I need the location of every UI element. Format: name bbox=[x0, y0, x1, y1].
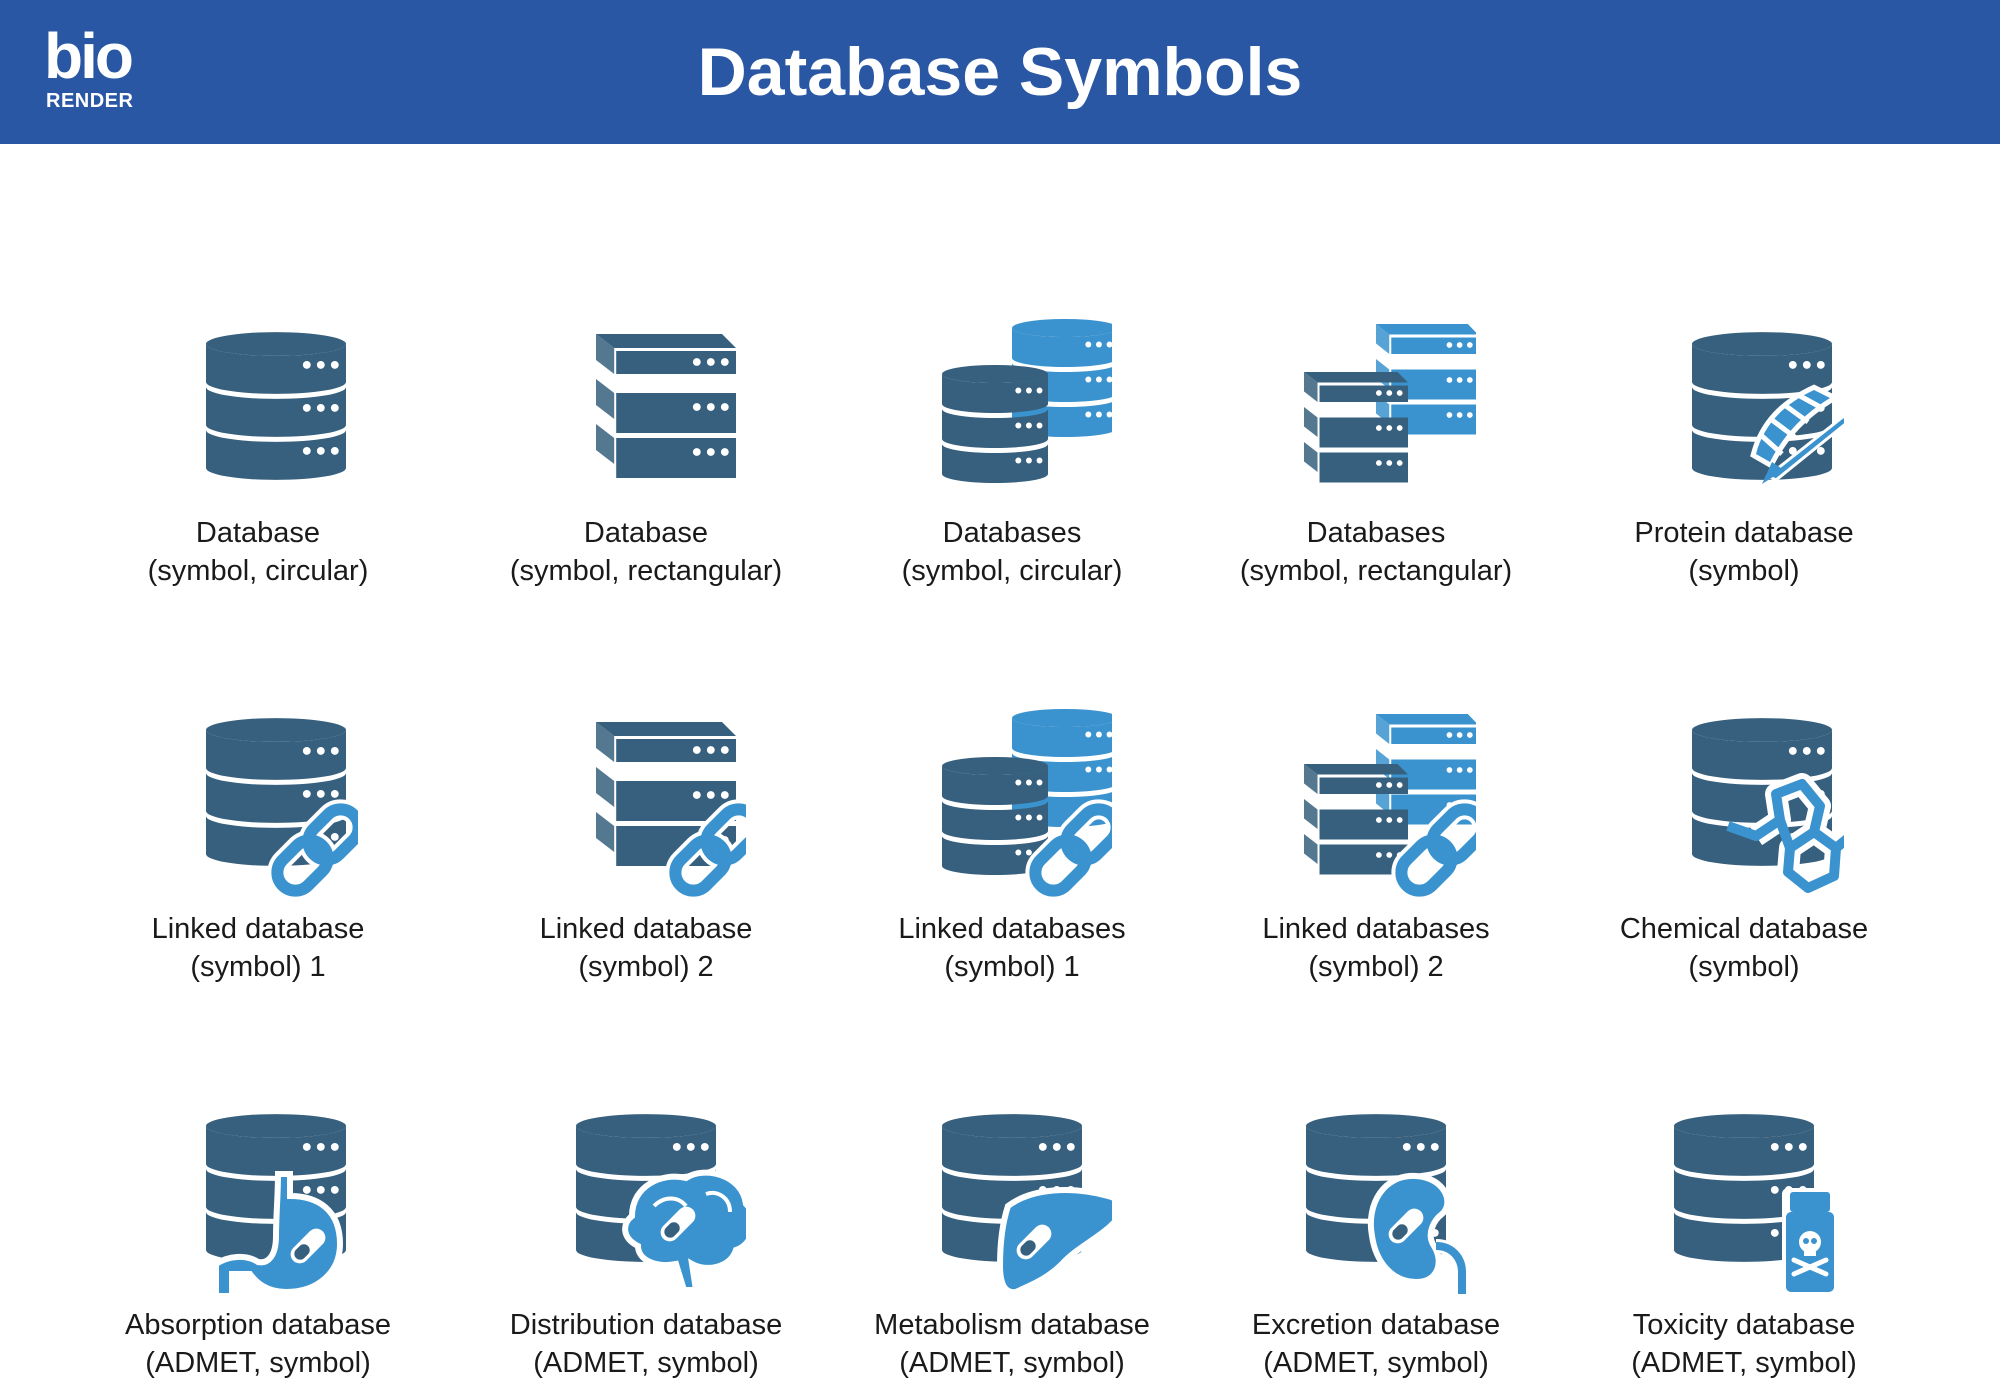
symbol-card: Database (symbol, rectangular) bbox=[466, 224, 826, 587]
symbol-card: Protein database (symbol) bbox=[1564, 224, 1924, 587]
symbol-label-line1: Databases bbox=[1306, 517, 1446, 549]
symbol-label-line1: Linked databases bbox=[1262, 913, 1490, 945]
symbol-card: Metabolism database (ADMET, symbol) bbox=[832, 1016, 1192, 1379]
symbol-label-line1: Linked database bbox=[539, 913, 753, 945]
chemical-database-icon bbox=[1692, 718, 1844, 899]
symbol-label-line1: Absorption database bbox=[124, 1309, 392, 1341]
symbol-label-line2: (ADMET, symbol) bbox=[1631, 1347, 1857, 1379]
symbol-label-line2: (symbol) 1 bbox=[190, 951, 326, 983]
symbol-label: Protein database (symbol) bbox=[1554, 514, 1934, 590]
symbol-label: Metabolism database (ADMET, symbol) bbox=[822, 1306, 1202, 1382]
symbol-card: Linked database (symbol) 2 bbox=[466, 620, 826, 983]
symbol-label-line2: (symbol) bbox=[1688, 555, 1800, 587]
symbol-label: Databases (symbol, rectangular) bbox=[1186, 514, 1566, 590]
logo-render-text: RENDER bbox=[46, 90, 134, 112]
symbol-card: Chemical database (symbol) bbox=[1564, 620, 1924, 983]
symbol-card: Databases (symbol, circular) bbox=[832, 224, 1192, 587]
protein-database-icon bbox=[1692, 332, 1844, 484]
page-title: Database Symbols bbox=[697, 34, 1303, 110]
symbol-label: Database (symbol, circular) bbox=[68, 514, 448, 590]
logo-bio-text: bio bbox=[44, 20, 134, 92]
symbol-label-line1: Protein database bbox=[1634, 517, 1854, 549]
symbol-label: Database (symbol, rectangular) bbox=[456, 514, 836, 590]
symbol-label: Toxicity database (ADMET, symbol) bbox=[1554, 1306, 1934, 1382]
biorender-logo[interactable]: bio RENDER bbox=[44, 24, 144, 116]
symbol-card: Absorption database (ADMET, symbol) bbox=[78, 1016, 438, 1379]
database-circular-icon bbox=[206, 332, 346, 480]
symbol-label-line2: (symbol) 1 bbox=[944, 951, 1080, 983]
symbol-label-line2: (symbol) 2 bbox=[578, 951, 714, 983]
absorption-database-icon bbox=[206, 1114, 346, 1296]
symbol-card: Distribution database (ADMET, symbol) bbox=[466, 1016, 826, 1379]
symbol-label-line1: Linked databases bbox=[898, 913, 1126, 945]
symbol-label-line1: Database bbox=[583, 517, 709, 549]
symbol-label-line2: (symbol) bbox=[1688, 951, 1800, 983]
symbol-label-line1: Databases bbox=[942, 517, 1082, 549]
header-banner: bio RENDER Database Symbols bbox=[0, 0, 2000, 144]
symbol-label-line2: (ADMET, symbol) bbox=[533, 1347, 759, 1379]
symbol-label-line2: (symbol, rectangular) bbox=[1239, 555, 1513, 587]
symbol-label: Chemical database (symbol) bbox=[1554, 910, 1934, 986]
symbol-label-line2: (symbol, rectangular) bbox=[509, 555, 783, 587]
distribution-database-icon bbox=[576, 1114, 746, 1293]
symbol-label: Excretion database (ADMET, symbol) bbox=[1186, 1306, 1566, 1382]
metabolism-database-icon bbox=[942, 1114, 1112, 1296]
symbol-label: Linked databases (symbol) 2 bbox=[1186, 910, 1566, 986]
symbol-label-line2: (symbol) 2 bbox=[1308, 951, 1444, 983]
excretion-database-icon bbox=[1306, 1114, 1469, 1294]
symbol-label: Distribution database (ADMET, symbol) bbox=[456, 1306, 836, 1382]
symbol-label: Linked database (symbol) 2 bbox=[456, 910, 836, 986]
symbol-card: Linked databases (symbol) 2 bbox=[1196, 620, 1556, 983]
symbol-card: Linked database (symbol) 1 bbox=[78, 620, 438, 983]
symbol-card: Toxicity database (ADMET, symbol) bbox=[1564, 1016, 1924, 1379]
symbol-label: Databases (symbol, circular) bbox=[822, 514, 1202, 590]
symbol-label-line1: Chemical database bbox=[1619, 913, 1869, 945]
symbol-label: Linked databases (symbol) 1 bbox=[822, 910, 1202, 986]
linked-databases-circular-icon bbox=[942, 708, 1112, 900]
symbol-card: Databases (symbol, rectangular) bbox=[1196, 224, 1556, 587]
symbol-label-line1: Linked database bbox=[151, 913, 365, 945]
symbol-label-line1: Metabolism database bbox=[874, 1309, 1150, 1341]
symbol-grid: Database (symbol, circular) Database (sy… bbox=[0, 144, 2000, 1400]
databases-rectangular-icon bbox=[1304, 324, 1476, 483]
symbol-label: Linked database (symbol) 1 bbox=[68, 910, 448, 986]
symbol-card: Excretion database (ADMET, symbol) bbox=[1196, 1016, 1556, 1379]
linked-database-rectangular-icon bbox=[596, 722, 746, 900]
linked-database-circular-icon bbox=[206, 718, 358, 900]
symbol-label-line1: Toxicity database bbox=[1632, 1309, 1856, 1341]
symbol-label-line1: Excretion database bbox=[1251, 1309, 1501, 1341]
symbol-card: Database (symbol, circular) bbox=[78, 224, 438, 587]
symbol-label-line2: (symbol, circular) bbox=[901, 555, 1123, 587]
linked-databases-rectangular-icon bbox=[1304, 714, 1476, 900]
symbol-label-line2: (ADMET, symbol) bbox=[899, 1347, 1125, 1379]
symbol-label: Absorption database (ADMET, symbol) bbox=[68, 1306, 448, 1382]
symbol-label-line1: Database bbox=[195, 517, 321, 549]
symbol-label-line2: (symbol, circular) bbox=[147, 555, 369, 587]
toxicity-database-icon bbox=[1674, 1114, 1838, 1296]
symbol-card: Linked databases (symbol) 1 bbox=[832, 620, 1192, 983]
database-rectangular-icon bbox=[596, 334, 736, 478]
databases-circular-icon bbox=[942, 318, 1112, 484]
symbol-label-line2: (ADMET, symbol) bbox=[145, 1347, 371, 1379]
symbol-label-line2: (ADMET, symbol) bbox=[1263, 1347, 1489, 1379]
symbol-label-line1: Distribution database bbox=[509, 1309, 783, 1341]
